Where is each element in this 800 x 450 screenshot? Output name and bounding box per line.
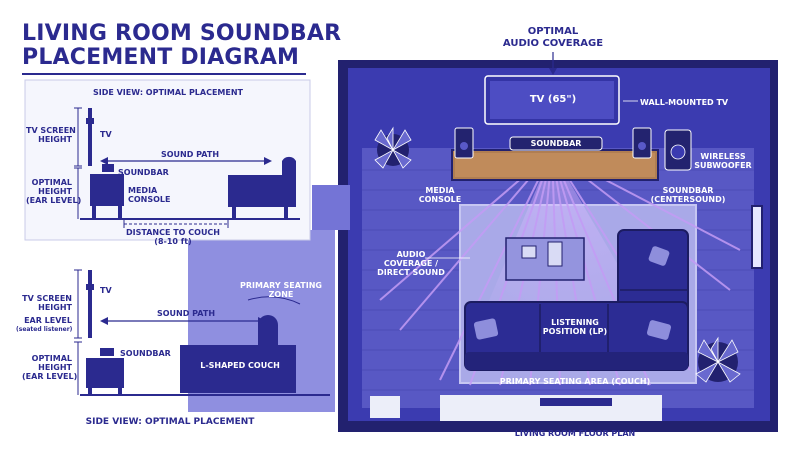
optimal-coverage-label: OPTIMAL AUDIO COVERAGE xyxy=(502,26,604,49)
optimal-height-label-top: OPTIMAL HEIGHT (EAR LEVEL) xyxy=(26,178,82,205)
coffee-table xyxy=(505,237,585,281)
tv-height-label-top: TV SCREEN HEIGHT xyxy=(26,126,76,144)
soundbar-side-top xyxy=(102,164,114,172)
room-door-gap xyxy=(338,185,350,230)
wireless-subwoofer-label: WIRELESS SUBWOOFER xyxy=(694,152,752,170)
audio-coverage-label: AUDIO COVERAGE / DIRECT SOUND xyxy=(377,250,445,277)
soundbar-side-bottom xyxy=(100,348,114,356)
plant-top-left xyxy=(374,126,412,169)
console-side-top xyxy=(90,174,124,206)
ear-level-label-bottom: EAR LEVEL (seated listener) xyxy=(16,316,73,333)
wall-tv-label: WALL-MOUNTED TV xyxy=(640,98,729,107)
doormat xyxy=(540,398,612,406)
soundbar-centersound-label: SOUNDBAR (CENTERSOUND) xyxy=(650,186,726,204)
listening-position-label: LISTENING POSITION (LP) xyxy=(542,318,608,336)
floor-plan-caption: LIVING ROOM FLOOR PLAN xyxy=(514,429,636,438)
soundbar-label-top: SOUNDBAR xyxy=(118,168,169,177)
media-console-label: MEDIA CONSOLE xyxy=(418,186,462,204)
console-side-bottom xyxy=(86,358,124,388)
side-view-bottom-title: SIDE VIEW: OPTIMAL PLACEMENT xyxy=(85,417,255,427)
tv-label-bottom: TV xyxy=(100,286,112,295)
seating-zone-arc xyxy=(247,296,301,305)
optimal-height-label-bottom: OPTIMAL HEIGHT (EAR LEVEL) xyxy=(22,354,78,381)
sectional-couch xyxy=(464,229,689,371)
couch-side-bottom xyxy=(180,315,296,393)
tv-label-top: TV xyxy=(100,130,112,139)
l-shaped-couch-label: L-SHAPED COUCH xyxy=(200,361,280,370)
sound-path-label-top: SOUND PATH xyxy=(160,150,220,159)
media-console-label-top: MEDIA CONSOLE xyxy=(128,186,171,204)
floor-plan xyxy=(338,60,778,432)
couch-side-top xyxy=(228,156,296,207)
corner-mat xyxy=(370,396,400,418)
window xyxy=(751,205,763,269)
soundbar-label-bottom: SOUNDBAR xyxy=(120,349,171,358)
distance-label-top: DISTANCE TO COUCH (8-10 ft) xyxy=(126,228,220,246)
soundbar-device xyxy=(509,136,603,151)
plant-bottom-right xyxy=(695,336,741,383)
side-view-top-title: SIDE VIEW: OPTIMAL PLACEMENT xyxy=(92,88,244,97)
primary-seating-area-label: PRIMARY SEATING AREA (COUCH) xyxy=(499,377,651,386)
tv-height-label-bottom: TV SCREEN HEIGHT xyxy=(22,294,72,312)
side-view-bottom-panel xyxy=(74,269,330,396)
page-title: LIVING ROOM SOUNDBAR PLACEMENT DIAGRAM xyxy=(22,21,342,70)
primary-seating-zone-label: PRIMARY SEATING ZONE xyxy=(240,281,322,299)
soundbar-label: SOUNDBAR xyxy=(530,139,582,148)
tv-side-top xyxy=(88,108,92,166)
side-view-top-panel xyxy=(24,79,311,241)
tv-side-bottom xyxy=(88,270,92,338)
tv-label: TV (65") xyxy=(529,94,577,105)
sound-path-label-bottom: SOUND PATH xyxy=(156,309,216,318)
